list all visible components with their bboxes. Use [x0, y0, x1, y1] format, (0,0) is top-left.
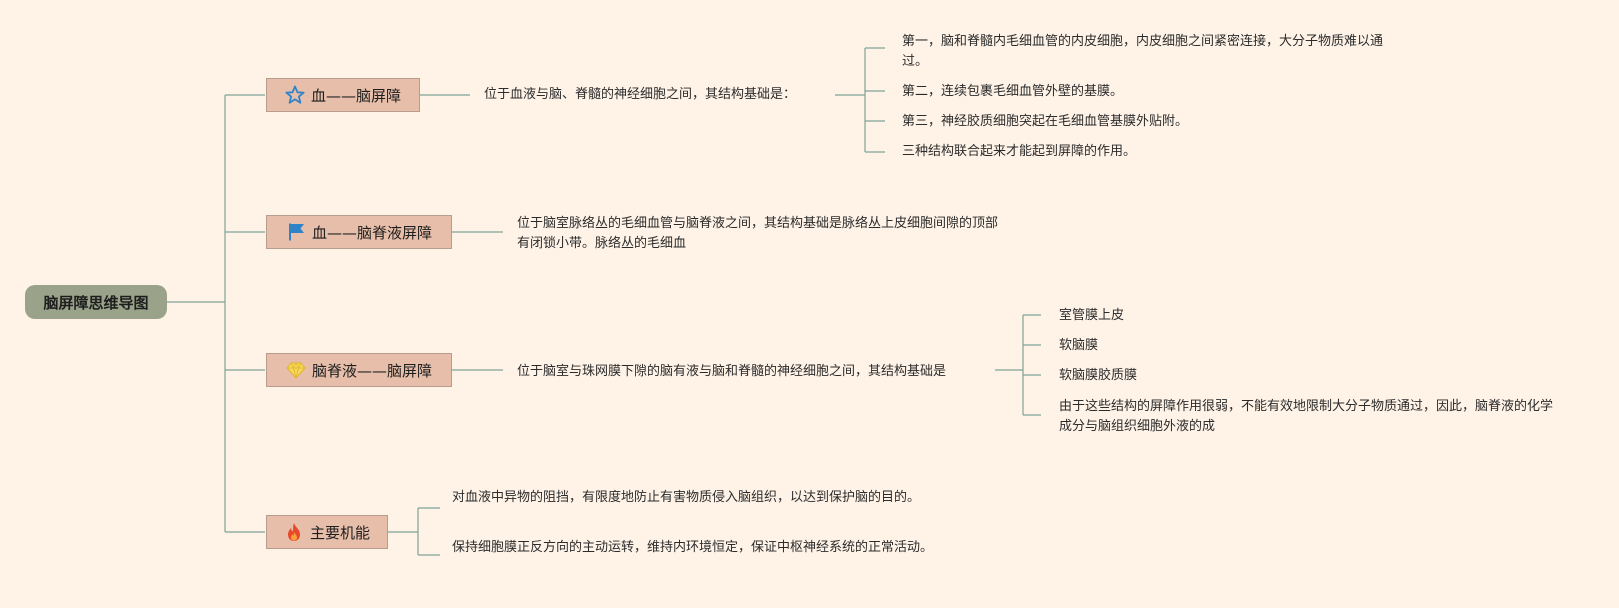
diamond-icon [286, 360, 306, 380]
topic-label: 血——脑脊液屏障 [311, 223, 432, 242]
topic-csf-brain-barrier[interactable]: 脑脊液——脑屏障 [266, 353, 452, 387]
list-item: 第二，连续包裹毛细血管外壁的基膜。 [902, 84, 1124, 99]
list-item: 对血液中异物的阻挡，有限度地防止有害物质侵入脑组织，以达到保护脑的目的。 [452, 490, 921, 505]
list-item: 软脑膜 [1059, 338, 1099, 353]
fire-icon [284, 522, 304, 542]
list-item: 第一，脑和脊髓内毛细血管的内皮细胞，内皮细胞之间紧密连接，大分子物质难以通过。 [902, 34, 1384, 69]
topic-description: 位于脑室脉络丛的毛细血管与脑脊液之间，其结构基础是脉络丛上皮细胞间隙的顶部有闭锁… [517, 216, 999, 251]
topic-label: 血——脑屏障 [310, 86, 401, 105]
star-icon [285, 85, 305, 105]
list-item: 三种结构联合起来才能起到屏障的作用。 [902, 144, 1137, 159]
topic-blood-csf-barrier[interactable]: 血——脑脊液屏障 [266, 215, 452, 249]
flag-icon [286, 222, 306, 242]
list-item: 软脑膜胶质膜 [1059, 368, 1138, 383]
topic-label: 脑脊液——脑屏障 [311, 361, 432, 380]
topic-description: 位于血液与脑、脊髓的神经细胞之间，其结构基础是： [484, 87, 797, 102]
root-topic[interactable]: 脑屏障思维导图 [25, 285, 167, 319]
list-item: 第三，神经胶质细胞突起在毛细血管基膜外贴附。 [902, 114, 1189, 129]
topic-label: 主要机能 [309, 523, 370, 542]
topic-blood-brain-barrier[interactable]: 血——脑屏障 [266, 78, 420, 112]
root-topic-label: 脑屏障思维导图 [43, 293, 149, 312]
list-item: 由于这些结构的屏障作用很弱，不能有效地限制大分子物质通过，因此，脑脊液的化学成分… [1059, 399, 1554, 434]
topic-description: 位于脑室与珠网膜下隙的脑有液与脑和脊髓的神经细胞之间，其结构基础是 [517, 364, 947, 379]
topic-main-functions[interactable]: 主要机能 [266, 515, 388, 549]
list-item: 保持细胞膜正反方向的主动运转，维持内环境恒定，保证中枢神经系统的正常活动。 [452, 540, 934, 555]
list-item: 室管膜上皮 [1059, 308, 1125, 323]
